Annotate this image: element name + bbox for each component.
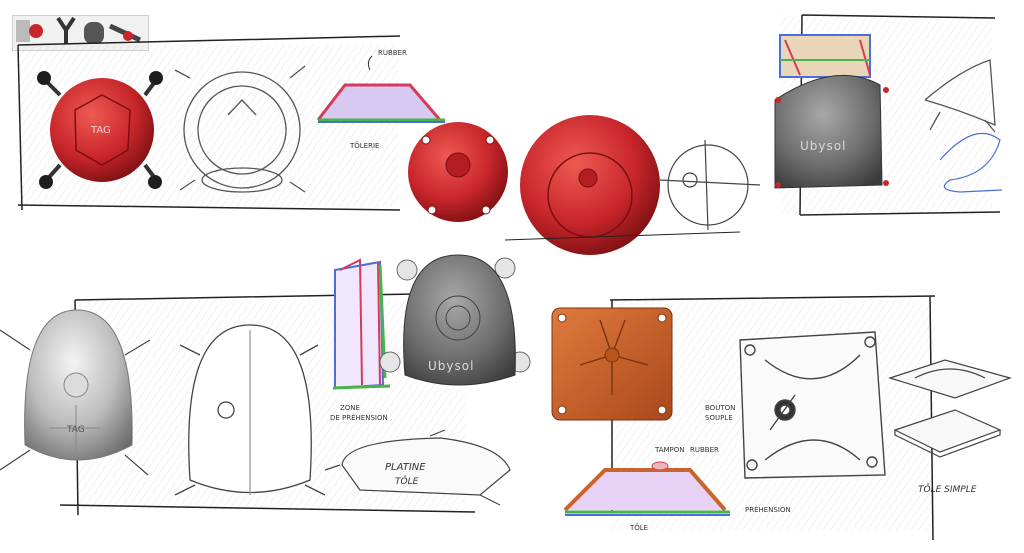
plate-sketches-right: TÔLE SIMPLE xyxy=(888,359,1012,495)
square-knob-sketch: BOUTON SOUPLE PRÉHENSION xyxy=(705,331,886,514)
tag-grey-label: TAG xyxy=(66,425,85,435)
ubysol-label-middle: Ubysol xyxy=(428,359,474,373)
orange-plate xyxy=(551,307,673,421)
platine-sketch: PLATINE TÔLE xyxy=(324,429,511,506)
tampon-label: TAMPON xyxy=(654,446,685,454)
section-top: RUBBER TÔLERIE xyxy=(316,49,445,150)
prehension-label: PRÉHENSION xyxy=(745,505,791,514)
tolerie-label: TÔLERIE xyxy=(349,141,379,150)
circle-sketch xyxy=(659,139,761,231)
zone-label-2: DE PRÉHENSION xyxy=(330,413,388,422)
tole-simple-label: TÔLE SIMPLE xyxy=(918,483,977,495)
zone-label-1: ZONE xyxy=(340,404,360,412)
red-knob-large xyxy=(504,115,741,255)
section-top-right xyxy=(779,34,871,78)
bouton-label-1: BOUTON xyxy=(705,404,735,412)
ubysol-label-top: Ubysol xyxy=(800,139,846,153)
knob-outline-sketch xyxy=(174,65,306,193)
bouton-label-2: SOUPLE xyxy=(705,414,733,422)
thumbnail-icons xyxy=(16,16,142,44)
rubber-label-top: RUBBER xyxy=(378,49,407,57)
rubber-label-bottom: RUBBER xyxy=(690,446,719,454)
platine-label-2: TÔLE xyxy=(395,475,419,487)
ubysol-dark-knob-top: Ubysol xyxy=(774,74,889,189)
red-knob-small xyxy=(408,122,508,222)
tripod-sketch xyxy=(924,59,996,133)
platine-label-1: PLATINE xyxy=(385,462,426,473)
egg-knob-sketch xyxy=(174,324,326,496)
section-bottom: TAMPON RUBBER TÔLE xyxy=(563,446,730,532)
tag-red-label: TAG xyxy=(90,125,111,136)
ubysol-dark-knob-middle: Ubysol xyxy=(379,254,531,386)
grey-knob-tag: TAG xyxy=(0,309,151,476)
red-knob-front-view: TAG xyxy=(37,71,163,189)
blue-sketch xyxy=(939,132,1003,193)
tole-label-bottom: TÔLE xyxy=(629,523,648,532)
